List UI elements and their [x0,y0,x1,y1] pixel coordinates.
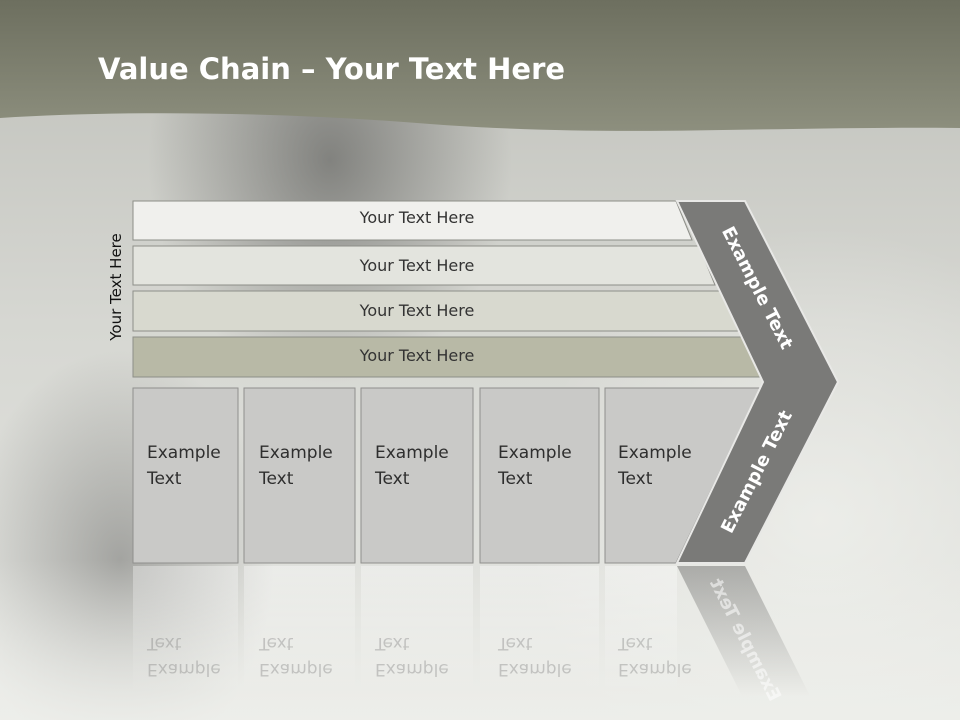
box-text-3-reflection-line1: Example [375,659,449,679]
slide-title: Value Chain – Your Text Here [98,52,565,86]
box-text-1-reflection: Example Text [147,630,221,682]
box-1 [132,387,239,564]
box-text-2-reflection-line2: Text [259,633,294,653]
row-label-2: Your Text Here [359,256,475,275]
box-text-2-reflection: Example Text [259,630,333,682]
box-3-reflection [361,566,473,696]
box-text-4-line1: Example [498,443,572,463]
chevron-arrow [675,200,840,564]
title-banner [0,0,960,131]
row-label-3: Your Text Here [359,301,475,320]
box-text-4-reflection-line2: Text [498,633,533,653]
box-2-reflection [244,566,355,696]
box-text-3-reflection-line2: Text [375,633,410,653]
box-3 [360,387,474,564]
box-2 [243,387,356,564]
box-text-5-line1: Example [618,443,692,463]
slide-title-rest: – Your Text Here [290,52,566,86]
box-text-3-reflection: Example Text [375,630,449,682]
box-text-3-line1: Example [375,443,449,463]
box-text-2-line2: Text [259,469,294,489]
row-bar-2 [132,245,716,286]
box-text-1-line1: Example [147,443,221,463]
box-text-1-line2: Text [147,469,182,489]
box-1-reflection [133,566,238,696]
box-text-2-reflection-line1: Example [259,659,333,679]
slide-title-bold: Value Chain [98,52,291,86]
box-5-reflection [605,566,677,696]
box-text-5-line2: Text [618,469,653,489]
row-label-4: Your Text Here [359,346,475,365]
box-4 [479,387,600,564]
box-text-1-reflection-line1: Example [147,659,221,679]
box-text-4-reflection: Example Text [498,630,572,682]
box-text-4-line2: Text [498,469,533,489]
box-text-2-line1: Example [259,443,333,463]
box-text-3-line2: Text [375,469,410,489]
box-text-4-reflection-line1: Example [498,659,572,679]
box-text-5-reflection-line1: Example [618,659,692,679]
chevron-arrow-reflection [677,566,810,696]
box-4-reflection [480,566,599,696]
row-label-1: Your Text Here [359,208,475,227]
box-text-5-reflection: Example Text [618,630,692,682]
row-bar-1 [132,200,693,241]
box-text-1-reflection-line2: Text [147,633,182,653]
box-text-5-reflection-line2: Text [618,633,653,653]
